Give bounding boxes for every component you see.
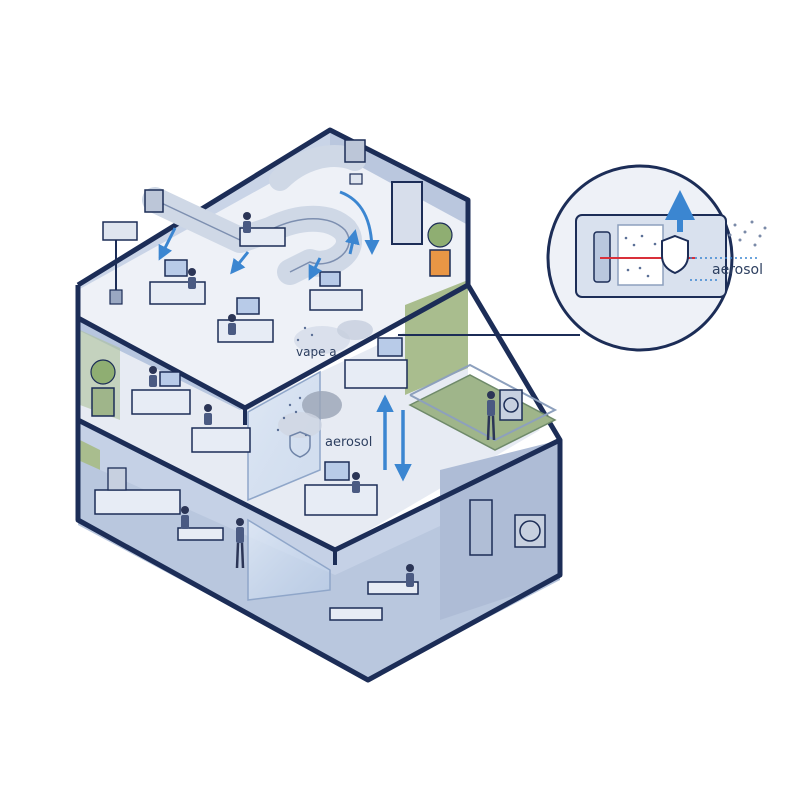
vape-label: vape a [296,345,337,359]
vape-cloud-2 [337,320,373,340]
hvac-duct [102,139,366,305]
terrace-unit [499,389,523,421]
rooftop-terrace [408,363,558,451]
vape-cloud [294,326,350,354]
duct-joint-top [344,139,366,163]
shield-icon [661,234,689,275]
desk-mid-2 [191,404,251,453]
desk-mid-3 [344,337,408,389]
desk-top-3 [309,271,363,311]
arrow-icon [345,229,360,255]
desk-top-2 [217,297,274,343]
glass-partitions [247,370,331,601]
aerosol-clouds [276,320,373,458]
fan-icon [519,520,541,542]
wall-thermostat [349,173,363,185]
desk-top-1 [149,259,206,305]
decor [90,173,453,417]
arrow-icon [308,257,323,281]
ground-room-door [469,499,493,556]
table-ground-2 [367,564,419,595]
plant-icon [427,222,453,277]
workstations [94,212,546,621]
plant-icon [90,359,116,417]
fan-icon [503,397,519,413]
aerosol-cloud-2 [278,412,322,438]
sensor-icon [102,221,138,241]
callout-outside-particles [728,220,767,247]
top-floor-slab [78,150,468,408]
shield-icon [289,431,311,458]
callout-particles [624,234,657,278]
glass-partition-middle [247,370,321,502]
terrace-grass [408,374,557,451]
terrace-person [486,391,496,441]
top-floor-door [391,181,423,245]
arrow-icon [339,190,380,255]
desk-mid-4 [304,461,378,516]
terrace-railing [409,363,558,442]
sensor-base [109,289,123,305]
floor-aerosol-label: aerosol [325,435,372,450]
duct-outline [154,199,350,273]
callout-aerosol-label: aerosol [712,262,763,278]
callout-sensor-window [617,224,664,286]
table-ground-1 [177,506,245,569]
arrow-icon [230,251,250,275]
ground-fan-unit [514,514,546,548]
duct-joint [144,189,164,213]
glass-partition-ground [247,518,331,601]
airflow-arrows [158,190,412,482]
arrow-icon [158,227,177,261]
desk-mid-1 [131,366,191,415]
sensor-callout [398,164,767,352]
desk-top-4 [239,212,286,247]
table-ground-3 [329,607,383,621]
kitchen-counter [94,467,181,515]
aerosol-cloud [302,391,342,419]
